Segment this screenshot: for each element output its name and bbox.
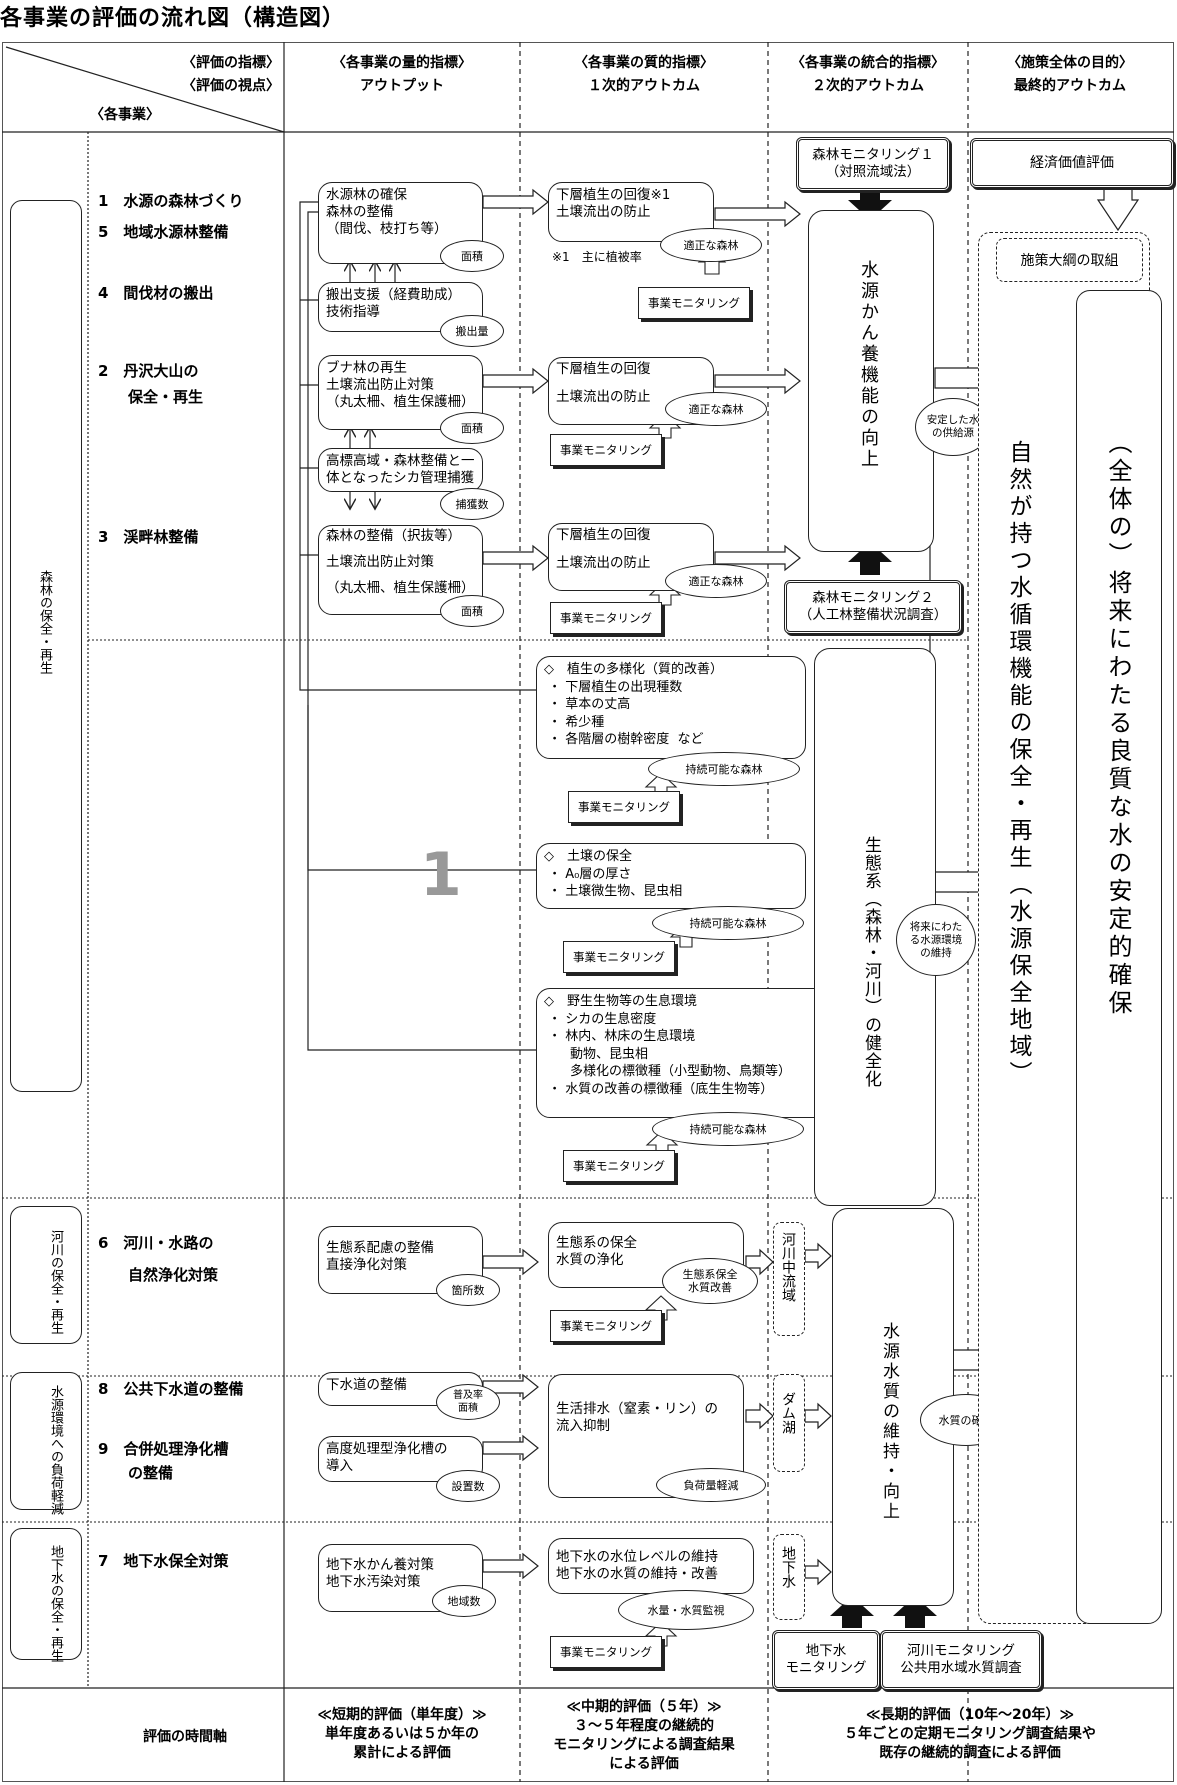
monitoring-box-8: 事業モニタリング <box>550 1636 662 1668</box>
outcome-understory-2: 下層植生の回復 土壌流出の防止 <box>548 357 714 425</box>
river-monitoring: 河川モニタリング 公共用水域水質調査 <box>880 1630 1042 1690</box>
outcome-proper-forest-1: 適正な森林 <box>660 228 762 262</box>
final-natural-water-cycle: 自然が持つ水循環機能の保全・再生（水源保全地域） <box>1005 440 1031 1088</box>
output-riparian-metric: 面積 <box>440 595 504 627</box>
dam-lake-box <box>773 1374 805 1472</box>
outcome-proper-forest-3: 適正な森林 <box>665 564 767 598</box>
category-river <box>10 1206 82 1344</box>
outcome-sustainable-forest-1: 持続可能な森林 <box>648 752 800 786</box>
monitoring-box-2: 事業モニタリング <box>550 434 662 466</box>
output-septic-metric: 設置数 <box>436 1470 500 1502</box>
watermark-number: 1 <box>420 840 462 910</box>
output-riparian-forest: 森林の整備（択抜等） 土壌流出防止対策 （丸太柵、植生保護柵） <box>318 525 483 615</box>
page-title: 各事業の評価の流れ図（構造図） <box>0 6 346 31</box>
policy-outline-initiatives: 施策大綱の取組 <box>996 238 1143 282</box>
river-mid-stream-box <box>773 1222 805 1336</box>
outcome-understory-note: ※1 主に植被率 <box>552 250 642 264</box>
outcome-recharge-label: 水源かん養機能の向上 <box>858 260 879 470</box>
header-col-output-sub: アウトプット <box>360 78 444 94</box>
footer-long-term: ≪長期的評価（10年～20年）≫ ５年ごとの定期モニタリング調査結果や 既存の継… <box>844 1707 1096 1761</box>
header-col-outcome1-title: 〈各事業の質的指標〉 <box>574 55 714 71</box>
header-col-outcome2-sub: ２次的アウトカム <box>812 78 924 94</box>
output-thinning-metric: 搬出量 <box>440 315 504 347</box>
outcome-water-monitoring: 水量・水質監視 <box>618 1590 754 1630</box>
groundwater-box <box>773 1534 805 1620</box>
outcome-proper-forest-2: 適正な森林 <box>665 392 767 426</box>
outcome-water-quality-label: 水源水質の維持・向上 <box>879 1322 899 1522</box>
outcome-soil-conservation: ◇ 土壌の保全 ・ A₀層の厚さ ・ 土壌微生物、昆虫相 <box>536 843 806 909</box>
forest-monitoring-1: 森林モニタリング１ （対照流域法） <box>796 137 950 191</box>
monitoring-box-3: 事業モニタリング <box>550 602 662 634</box>
category-forest <box>10 200 82 1092</box>
final-overall-goal-box <box>1076 290 1162 1624</box>
outcome-load-reduction: 負荷量軽減 <box>656 1468 766 1502</box>
dam-lake-label: ダム湖 <box>780 1392 796 1434</box>
final-overall-goal: （全体の）将来にわたる良質な水の安定的確保 <box>1104 430 1132 1018</box>
output-deer-metric: 捕獲数 <box>440 488 504 520</box>
category-river-label: 河川の保全・再生 <box>48 1230 63 1334</box>
footer-mid-term: ≪中期的評価（５年）≫ ３～５年程度の継続的 モニタリングによる調査結果 による… <box>553 1699 735 1772</box>
project-7: 7 地下水保全対策 <box>98 1552 229 1570</box>
project-2-line2: 保全・再生 <box>128 388 204 406</box>
project-8: 8 公共下水道の整備 <box>98 1380 244 1398</box>
header-projects-label: 〈各事業〉 <box>90 107 160 123</box>
project-4: 4 間伐材の搬出 <box>98 284 214 302</box>
economic-value-evaluation: 経済価値評価 <box>970 138 1174 188</box>
category-load-label: 水源環境への負荷軽減 <box>48 1385 63 1515</box>
output-eco-metric: 箇所数 <box>436 1274 500 1306</box>
monitoring-box-6: 事業モニタリング <box>563 1150 675 1182</box>
river-mid-stream-label: 河川中流域 <box>780 1232 796 1302</box>
output-groundwater: 地下水かん養対策 地下水汚染対策 <box>318 1544 483 1612</box>
project-5: 5 地域水源林整備 <box>98 223 229 241</box>
category-forest-label: 森林の保全・再生 <box>37 570 52 674</box>
project-1: 1 水源の森林づくり <box>98 192 244 210</box>
project-3: 3 渓畔林整備 <box>98 528 199 546</box>
footer-short-term: ≪短期的評価（単年度）≫ 単年度あるいは５か年の 累計による評価 <box>317 1707 487 1761</box>
output-sewer-metric: 普及率 面積 <box>436 1384 500 1420</box>
monitoring-box-1: 事業モニタリング <box>638 287 750 319</box>
project-2-line1: 2 丹沢大山の <box>98 362 199 380</box>
outcome-sustainable-forest-2: 持続可能な森林 <box>652 906 804 940</box>
outcome-ecosystem-label: 生態系（森林・河川）の健全化 <box>861 836 881 1088</box>
header-col-output-title: 〈各事業の量的指標〉 <box>332 55 472 71</box>
output-groundwater-metric: 地域数 <box>432 1585 496 1617</box>
header-col-final-title: 〈施策全体の目的〉 <box>1007 55 1133 71</box>
outcome-future-environment: 将来にわた る水源環境 の維持 <box>896 904 976 976</box>
project-6-line2: 自然浄化対策 <box>128 1266 219 1284</box>
groundwater-label: 地下水 <box>780 1546 796 1588</box>
monitoring-box-7: 事業モニタリング <box>550 1310 662 1342</box>
diagram-frame <box>2 42 1174 1782</box>
header-col-outcome2-title: 〈各事業の統合的指標〉 <box>791 55 945 71</box>
outcome-groundwater-level: 地下水の水位レベルの維持 地下水の水質の維持・改善 <box>548 1538 754 1594</box>
header-col-outcome1-sub: １次的アウトカム <box>588 78 700 94</box>
output-beech-metric: 面積 <box>440 412 504 444</box>
header-col-final-sub: 最終的アウトカム <box>1014 78 1126 94</box>
monitoring-box-5: 事業モニタリング <box>563 941 675 973</box>
project-9-line2: の整備 <box>128 1464 174 1482</box>
output-deer-capture: 高標高域・森林整備と一 体となったシカ管理捕獲 <box>318 448 483 492</box>
outcome-ecosystem-conservation: 生態系の保全 水質の浄化 <box>548 1222 744 1288</box>
groundwater-monitoring: 地下水 モニタリング <box>772 1630 880 1690</box>
header-indicator-label: 〈評価の指標〉 <box>182 55 280 71</box>
outcome-wildlife-habitat: ◇ 野生生物等の生息環境 ・ シカの生息密度 ・ 林内、林床の生息環境 動物、昆… <box>536 988 836 1118</box>
outcome-sustainable-forest-3: 持続可能な森林 <box>652 1112 804 1146</box>
outcome-eco-quality-improve: 生態系保全 水質改善 <box>662 1258 758 1304</box>
project-6-line1: 6 河川・水路の <box>98 1234 214 1252</box>
footer-time-axis: 評価の時間軸 <box>143 1729 227 1745</box>
outcome-vegetation-diversity: ◇ 植生の多様化（質的改善） ・ 下層植生の出現種数 ・ 草本の丈高 ・ 希少種… <box>536 656 806 759</box>
category-ground <box>10 1528 82 1660</box>
category-load <box>10 1372 82 1510</box>
output-water-forest-metric: 面積 <box>440 240 504 272</box>
outcome-recharge-function <box>808 210 934 552</box>
category-ground-label: 地下水の保全・再生 <box>48 1545 63 1662</box>
header-viewpoint-label: 〈評価の視点〉 <box>182 78 280 94</box>
forest-monitoring-2: 森林モニタリング２ （人工林整備状況調査） <box>784 580 962 634</box>
project-9-line1: 9 合併処理浄化槽 <box>98 1440 229 1458</box>
monitoring-box-4: 事業モニタリング <box>568 791 680 823</box>
